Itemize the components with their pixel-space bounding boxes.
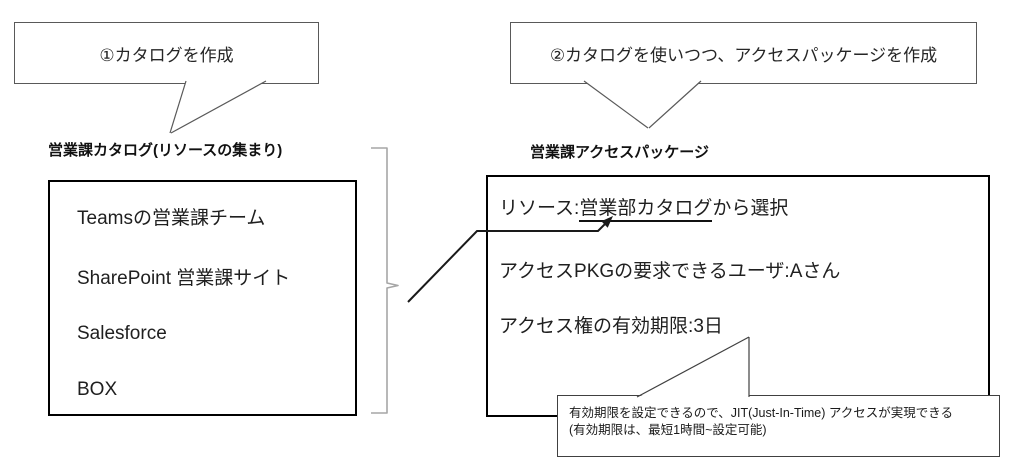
jit-note-box: 有効期限を設定できるので、JIT(Just-In-Time) アクセスが実現でき… [557, 395, 1000, 457]
resource-item-teams: Teamsの営業課チーム [77, 208, 266, 229]
resource-item-sharepoint: SharePoint 営業課サイト [77, 268, 291, 289]
catalog-group-bracket [371, 147, 399, 414]
resource-item-salesforce: Salesforce [77, 323, 167, 344]
callout-step1-tail [169, 80, 267, 134]
callout-step1-label: ①カタログを作成 [99, 45, 234, 65]
pkg-resource-suffix: から選択 [712, 198, 789, 219]
access-package-box: リソース:営業部カタログから選択 アクセスPKGの要求できるユーザ:Aさん アク… [486, 175, 990, 417]
catalog-box: Teamsの営業課チーム SharePoint 営業課サイト Salesforc… [48, 180, 357, 416]
callout-step2-tail [583, 80, 702, 129]
callout-step2-label: ②カタログを使いつつ、アクセスパッケージを作成 [549, 45, 938, 65]
access-package-title: 営業課アクセスパッケージ [530, 144, 709, 161]
pkg-expiration-row: アクセス権の有効期限:3日 [499, 316, 723, 337]
pkg-resource-prefix: リソース: [499, 198, 580, 219]
resource-item-box: BOX [77, 379, 118, 400]
pkg-resource-row: リソース:営業部カタログから選択 [499, 193, 789, 222]
jit-note-line2: (有効期限は、最短1時間~設定可能) [569, 422, 767, 437]
jit-note-line1: 有効期限を設定できるので、JIT(Just-In-Time) アクセスが実現でき… [569, 406, 954, 420]
catalog-title: 営業課カタログ(リソースの集まり) [48, 142, 283, 159]
pkg-resource-catalog-link: 営業部カタログ [579, 198, 713, 222]
callout-step2: ②カタログを使いつつ、アクセスパッケージを作成 [510, 22, 977, 84]
pkg-requestor-row: アクセスPKGの要求できるユーザ:Aさん [499, 261, 841, 282]
callout-step1: ①カタログを作成 [14, 22, 319, 84]
